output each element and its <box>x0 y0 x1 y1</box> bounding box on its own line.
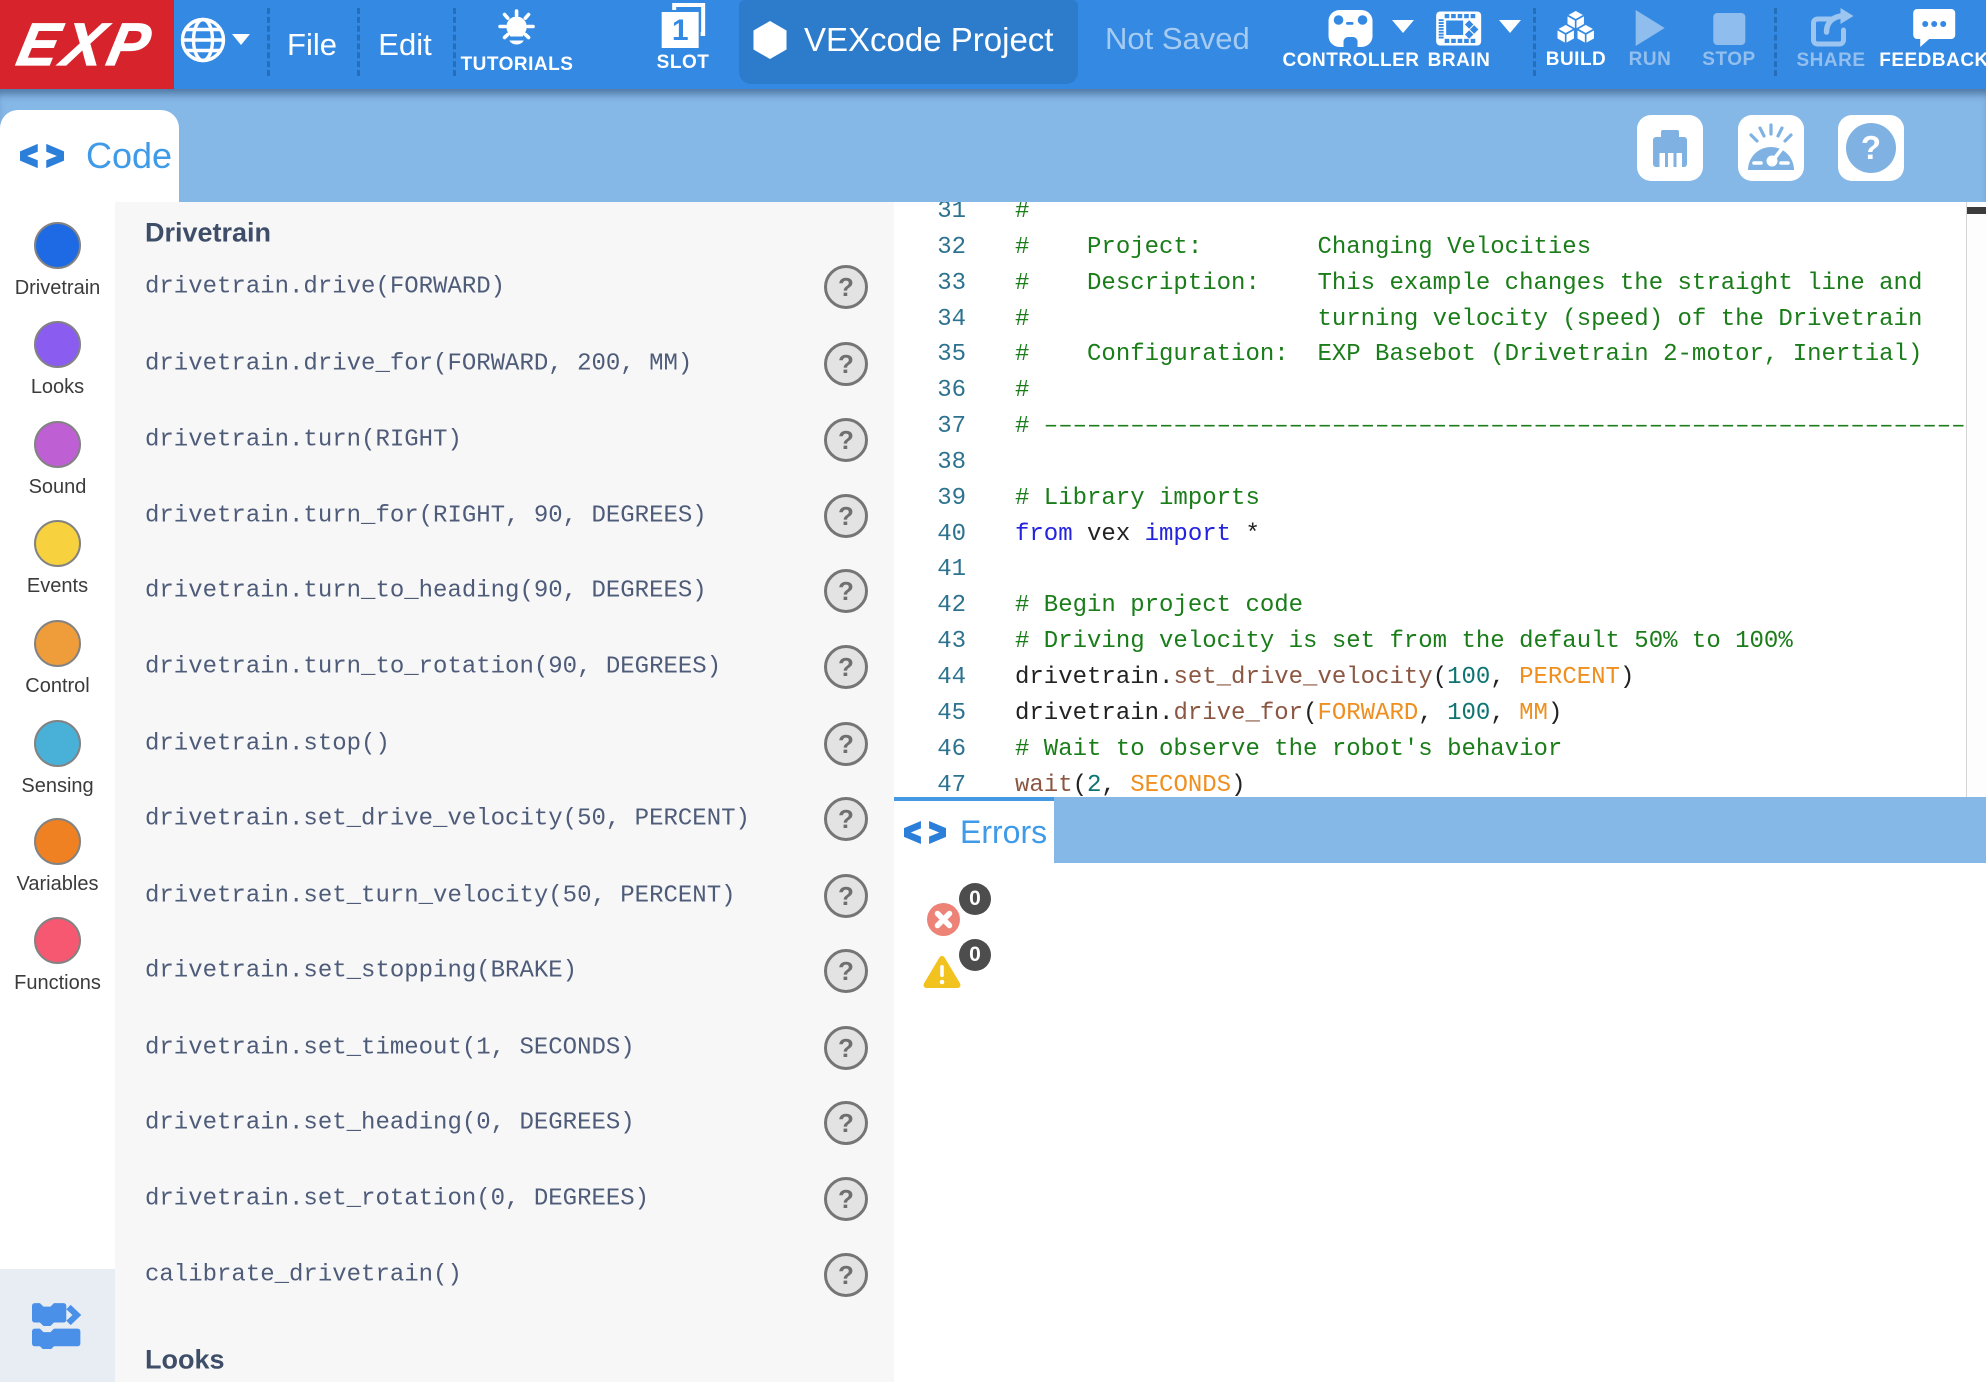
svg-text:?: ? <box>1861 129 1881 166</box>
svg-text:1: 1 <box>672 14 689 47</box>
